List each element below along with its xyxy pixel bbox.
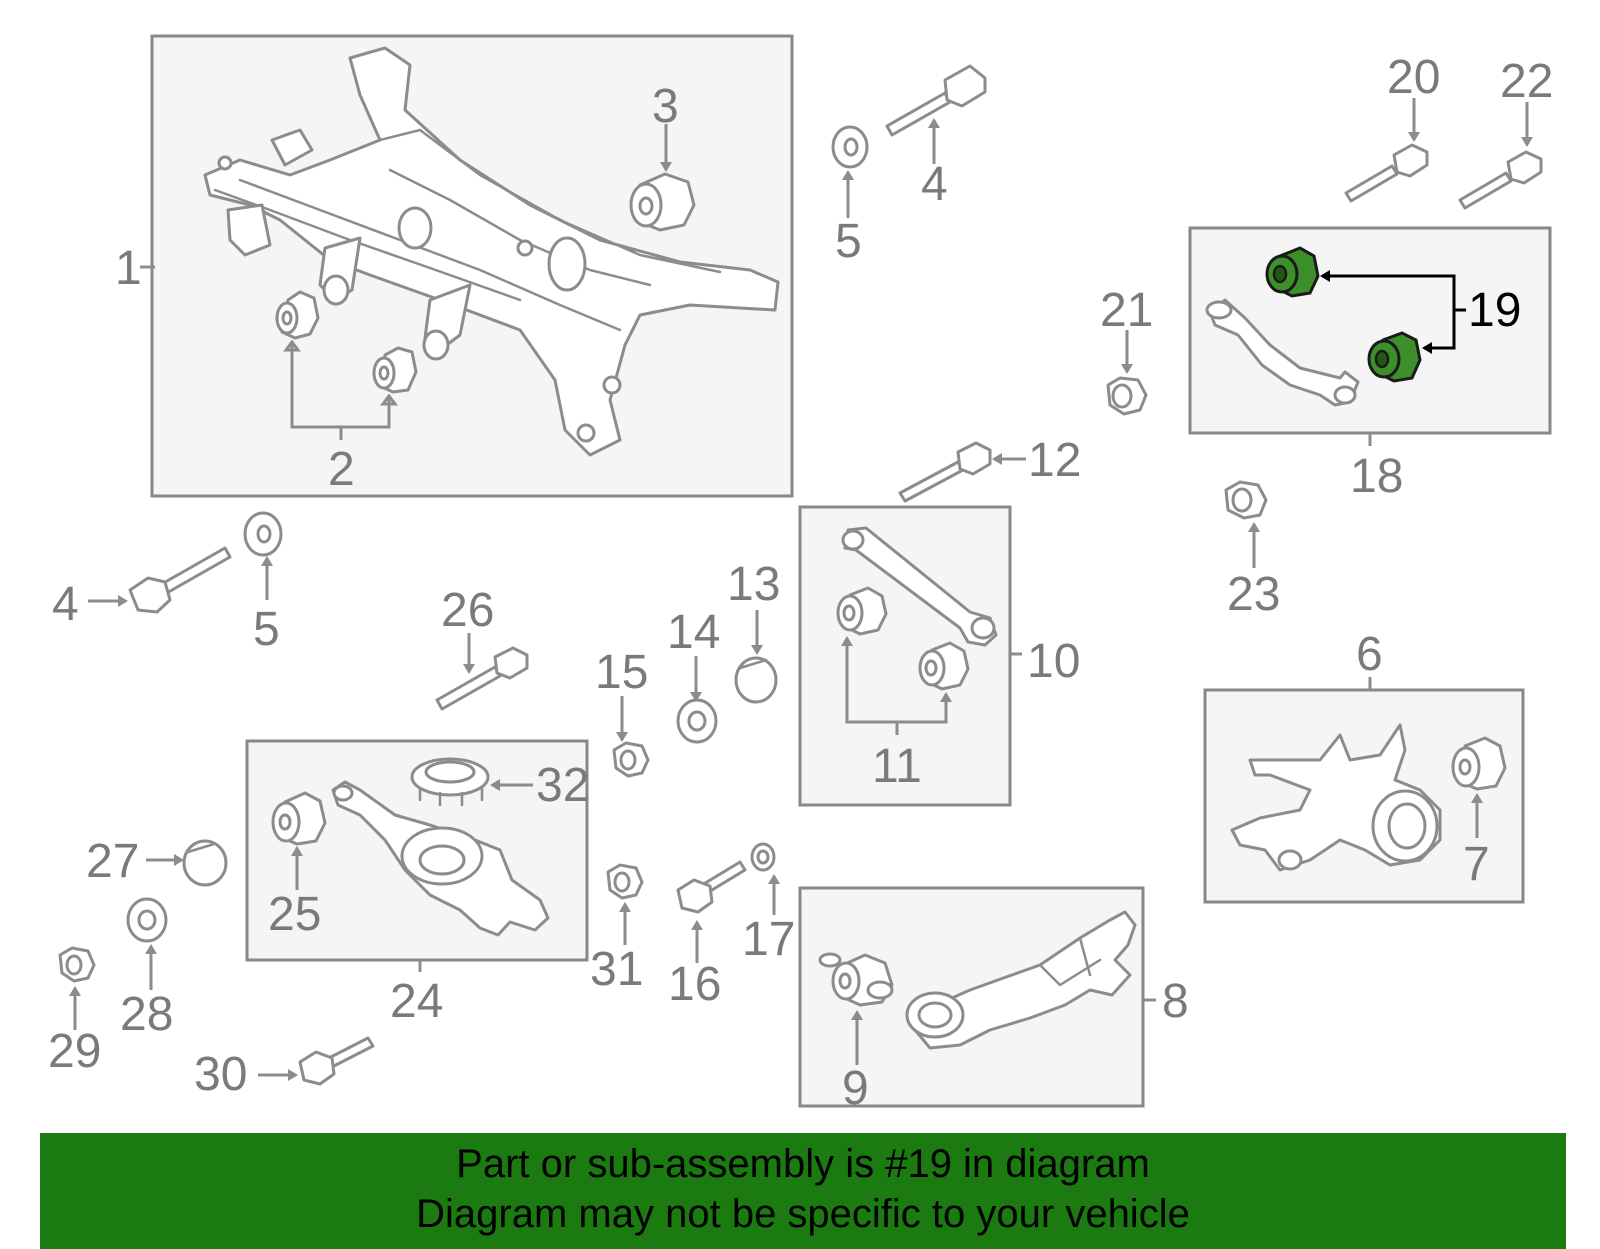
washer-part-5-left[interactable] [243, 511, 283, 557]
bolt-part-22[interactable] [1458, 150, 1543, 210]
callout-21: 21 [1100, 284, 1153, 337]
bushing-part-9[interactable] [818, 952, 894, 1007]
link-part-10[interactable] [841, 526, 998, 647]
bolt-part-12[interactable] [898, 441, 992, 503]
callout-28: 28 [120, 988, 173, 1041]
bolt-part-4-top[interactable] [885, 64, 987, 137]
callout-11: 11 [872, 740, 922, 793]
callout-2: 2 [328, 443, 355, 496]
trailing-arm-part-8[interactable] [905, 910, 1137, 1050]
bolt-part-4-left[interactable] [128, 546, 232, 614]
nut-part-21[interactable] [1106, 376, 1148, 416]
callout-17: 17 [742, 913, 795, 966]
knuckle-part-6[interactable] [1230, 723, 1442, 872]
bolt-part-20[interactable] [1344, 143, 1429, 203]
callout-10: 10 [1027, 635, 1080, 688]
bushing-part-13[interactable] [734, 656, 778, 704]
callout-3: 3 [652, 80, 679, 133]
callout-20: 20 [1387, 51, 1440, 104]
crossmember-part-1[interactable] [203, 46, 780, 457]
callout-4-left: 4 [52, 578, 79, 631]
callout-22: 22 [1500, 55, 1553, 108]
callout-24: 24 [390, 975, 443, 1028]
callout-23: 23 [1227, 568, 1280, 621]
bushing-part-2[interactable] [275, 290, 418, 394]
spring-seat-part-32[interactable] [410, 757, 490, 807]
nut-part-23[interactable] [1224, 480, 1268, 520]
box-link-10 [798, 505, 1012, 807]
bushing-part-3[interactable] [629, 172, 696, 232]
nut-part-29[interactable] [58, 946, 96, 983]
info-banner: Part or sub-assembly is #19 in diagram D… [40, 1133, 1566, 1249]
leader-19 [1322, 274, 1456, 350]
callout-29: 29 [48, 1025, 101, 1078]
callout-19: 19 [1468, 284, 1521, 337]
callout-16: 16 [668, 958, 721, 1011]
callout-5-top: 5 [835, 215, 862, 268]
washer-part-14[interactable] [676, 698, 718, 744]
callout-32: 32 [536, 759, 589, 812]
washer-part-5-top[interactable] [831, 125, 869, 169]
callout-15: 15 [595, 646, 648, 699]
callout-25: 25 [268, 888, 321, 941]
bushing-part-25[interactable] [271, 791, 327, 846]
callout-14: 14 [667, 606, 720, 659]
callout-13: 13 [727, 558, 780, 611]
upper-arm-part-18[interactable] [1205, 298, 1360, 407]
bushing-part-27[interactable] [182, 839, 228, 887]
washer-part-28[interactable] [126, 897, 168, 943]
bushing-part-7[interactable] [1451, 736, 1507, 791]
callout-8: 8 [1162, 975, 1189, 1028]
callout-9: 9 [842, 1062, 869, 1115]
bushing-part-19-highlighted[interactable] [1265, 246, 1422, 383]
callout-4-top: 4 [921, 158, 948, 211]
callout-1: 1 [115, 242, 142, 295]
callout-18: 18 [1350, 450, 1403, 503]
bolt-part-30[interactable] [298, 1036, 375, 1086]
callout-5-left: 5 [253, 603, 280, 656]
lower-arm-part-24[interactable] [331, 780, 550, 937]
nut-part-15[interactable] [612, 741, 650, 778]
bolt-part-26[interactable] [435, 646, 529, 711]
nut-part-31[interactable] [606, 863, 644, 900]
callout-26: 26 [441, 584, 494, 637]
callout-30: 30 [194, 1048, 247, 1101]
callout-6: 6 [1356, 628, 1383, 681]
bolt-part-16[interactable] [676, 860, 747, 914]
banner-line-1: Part or sub-assembly is #19 in diagram [456, 1142, 1150, 1186]
callout-7: 7 [1463, 838, 1490, 891]
callout-12: 12 [1028, 434, 1081, 487]
callout-27: 27 [86, 835, 139, 888]
washer-part-17[interactable] [750, 842, 776, 872]
callout-31: 31 [590, 943, 643, 996]
bushing-part-11[interactable] [836, 586, 970, 691]
banner-line-2: Diagram may not be specific to your vehi… [416, 1192, 1190, 1236]
